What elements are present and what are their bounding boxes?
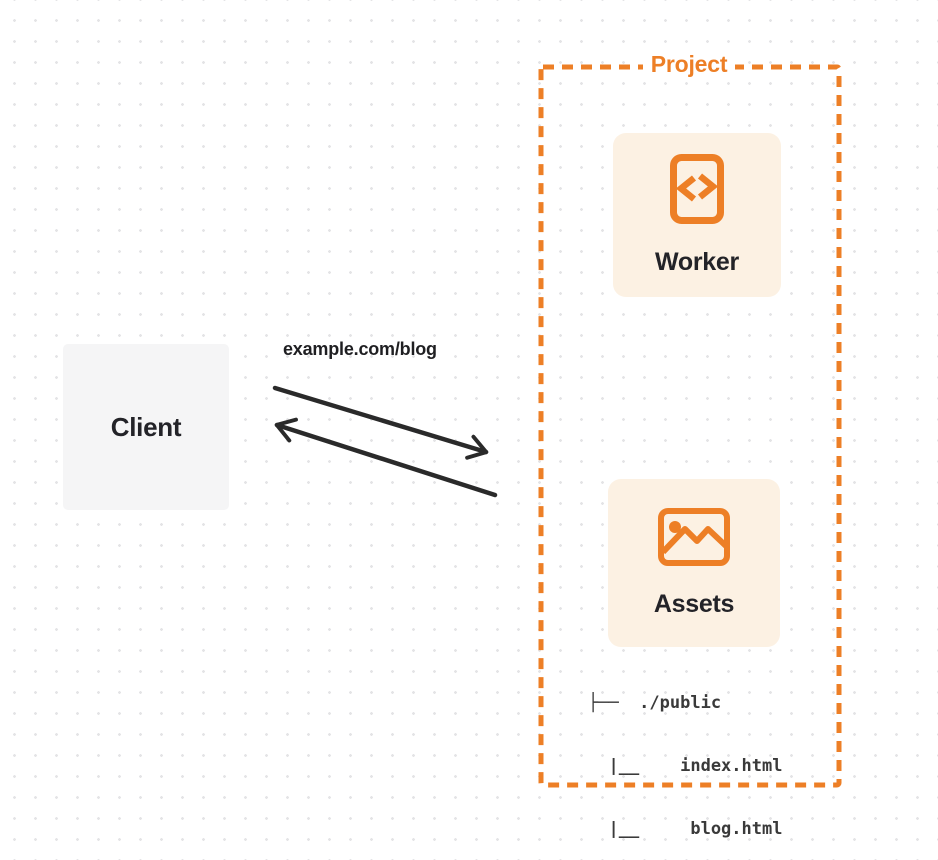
project-group: Project [539,51,839,78]
assets-file-tree: ├── ./public |__ index.html |__ blog.htm… [588,651,782,860]
project-label: Project [642,51,736,78]
file-tree-line-index: |__ index.html [588,756,783,776]
assets-node: Assets [608,479,780,647]
client-node: Client [63,344,229,510]
response-arrow [274,417,498,498]
assets-label: Assets [653,590,735,618]
request-url-label: example.com/blog [283,339,437,359]
worker-label: Worker [655,248,739,276]
file-tree-line-blog: |__ blog.html [588,819,783,839]
code-file-icon [670,154,724,224]
request-arrow [272,385,489,460]
image-icon [658,508,730,566]
client-label: Client [110,411,182,442]
file-tree-line-public: ├── ./public [588,693,722,713]
worker-node: Worker [613,133,781,297]
